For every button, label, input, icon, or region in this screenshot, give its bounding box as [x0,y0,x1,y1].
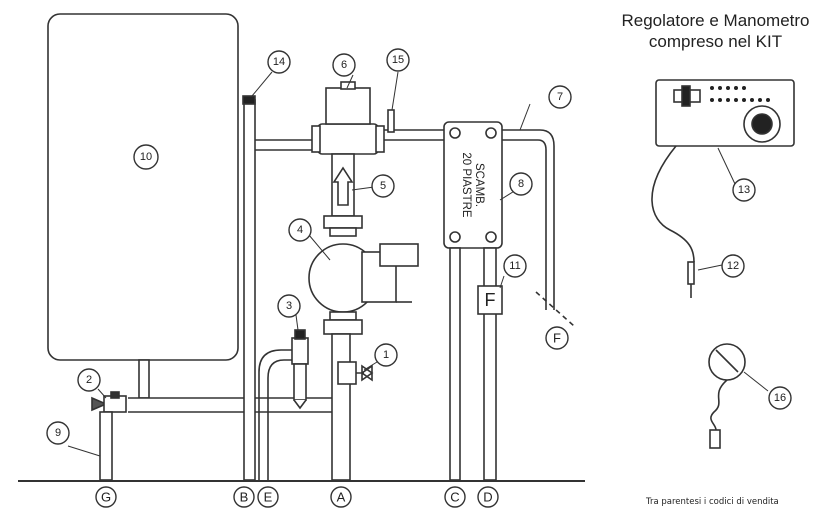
callout-1-label: 1 [383,349,389,361]
pipe-d [483,247,497,481]
plate-exchanger-8 [443,121,503,249]
callout-7-label: 7 [557,91,563,103]
valve-2 [91,396,109,412]
callout-8-label: 8 [518,178,524,190]
kit-title: Regolatore e Manometro compreso nel KIT [598,10,833,52]
pipe-g [99,411,113,481]
connection-f-label: F [553,331,561,346]
connection-circle-c [444,486,466,508]
callout-5-label: 5 [380,180,386,192]
callout-15 [386,48,410,72]
regulator-display [710,86,770,102]
callout-2-label: 2 [86,374,92,386]
callout-6 [332,53,356,77]
callout-14 [267,50,291,74]
tank-outlet-pipe [138,359,150,399]
pump-terminal-box [379,243,419,267]
callout-3-label: 3 [286,300,292,312]
mixing-valve-body [317,123,379,155]
relief-valve-3 [291,337,309,365]
callout-9 [46,421,70,445]
callout-4-label: 4 [297,224,303,236]
connection-circle-e [257,486,279,508]
kit-title-line1: Regolatore e Manometro [621,11,810,30]
callout-10-label: 10 [140,151,152,163]
callout-12-label: 12 [727,260,739,272]
storage-tank [47,13,239,361]
exchanger-label-line2: 20 PIASTRE [460,152,472,218]
callout-16 [768,386,792,410]
upper-pipe [255,129,446,151]
relief-valve-discharge [293,363,307,401]
temperature-probe-12 [687,261,695,285]
pipe-b [243,99,256,481]
connection-circle-f [545,326,569,350]
connection-g-label: G [101,490,111,505]
flow-meter-label: F [485,290,496,310]
pipe-7 [502,129,555,310]
callout-12 [721,254,745,278]
callout-7 [548,85,572,109]
pump-lower-union [323,319,363,335]
connection-circle-d [477,486,499,508]
bottom-supply-pipe [128,397,346,413]
callout-4 [288,218,312,242]
callout-10 [133,144,159,170]
callout-16-label: 16 [774,392,786,404]
connection-circle-g [95,486,117,508]
callout-15-label: 15 [392,54,404,66]
regulator-cable [651,145,695,263]
callout-3 [277,294,301,318]
callout-13 [732,178,756,202]
callout-14-label: 14 [273,56,285,68]
valve-actuator-6 [325,87,371,125]
connection-a-label: A [337,490,346,505]
pipe-c [449,247,461,481]
callout-6-label: 6 [341,59,347,71]
connection-b-label: B [240,490,249,505]
flow-arrow-5 [332,166,354,206]
connection-d-label: D [483,490,492,505]
manometer-capillary [710,379,728,431]
pipe-e [258,349,296,480]
callout-1 [374,343,398,367]
callout-8 [509,172,533,196]
callout-5 [371,174,395,198]
callout-2 [77,368,101,392]
callout-11 [503,254,527,278]
flow-meter-f [477,285,503,315]
kit-title-line2: compreso nel KIT [648,32,783,51]
footnote: Tra parentesi i codici di vendita [646,497,779,507]
callout-11-label: 11 [509,260,520,272]
vent-cap-14 [242,95,256,105]
exchanger-label: SCAMB. 20 PIASTRE [460,152,485,218]
sensor-15 [387,109,395,133]
connection-c-label: C [450,490,459,505]
connection-e-label: E [264,490,273,505]
pump-upper-union [323,215,363,229]
connection-circle-a [330,486,352,508]
callout-13-label: 13 [738,184,750,196]
ball-valve-1 [337,361,357,385]
callout-9-label: 9 [55,427,61,439]
connection-circle-b [233,486,255,508]
exchanger-label-line1: SCAMB. [473,163,485,207]
pipe-a [331,333,351,481]
